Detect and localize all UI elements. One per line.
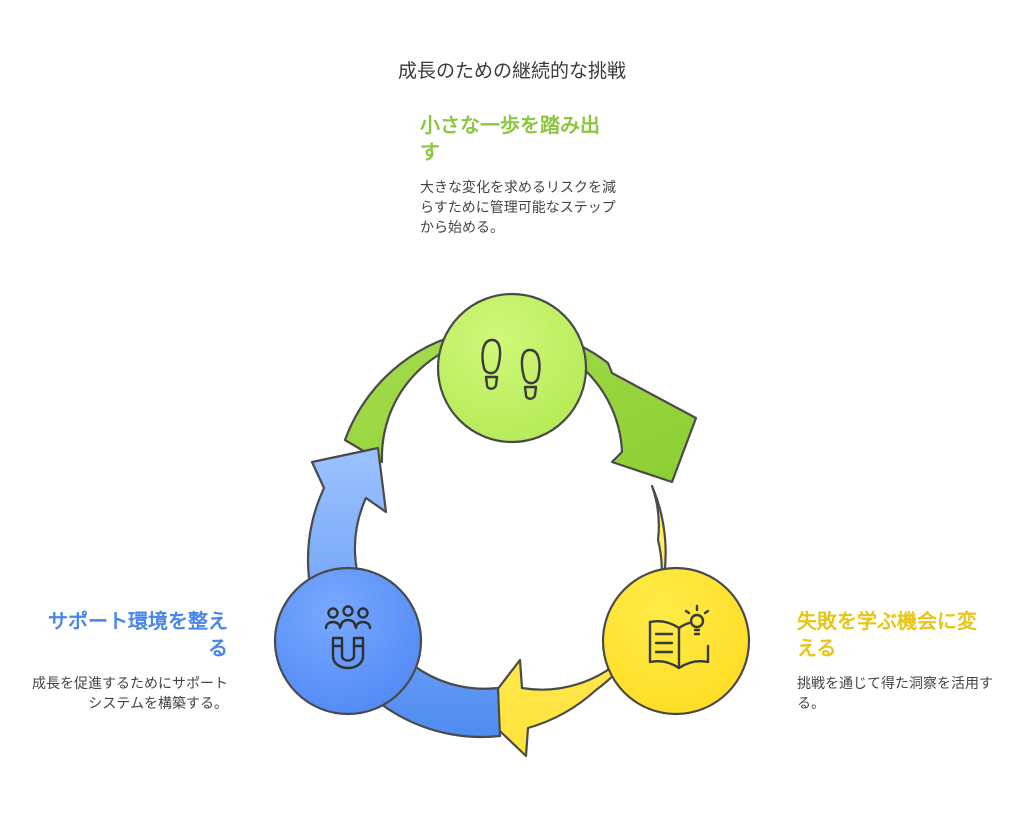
step-1-title: 小さな一歩を踏み出す (420, 113, 600, 164)
step-1-description: 大きな変化を求めるリスクを減らすために管理可能なステップから始める。 (420, 180, 616, 236)
step-3-description: 成長を促進するためにサポートシステムを構築する。 (32, 676, 228, 712)
arrow-green (343, 327, 698, 484)
step-2-description: 挑戦を通じて得た洞察を活用する。 (797, 676, 993, 712)
step-circle-3 (273, 566, 423, 716)
footprints-icon (481, 338, 541, 400)
step-2-title: 失敗を学ぶ機会に変える (797, 609, 977, 660)
step-3-title: サポート環境を整える (48, 609, 228, 660)
people-magnet-icon (324, 605, 372, 670)
diagram-title: 成長のための継続的な挑戦 (397, 60, 626, 82)
step-circle-1 (436, 292, 588, 444)
step-circle-2 (601, 566, 751, 716)
book-lightbulb-icon (648, 604, 710, 670)
